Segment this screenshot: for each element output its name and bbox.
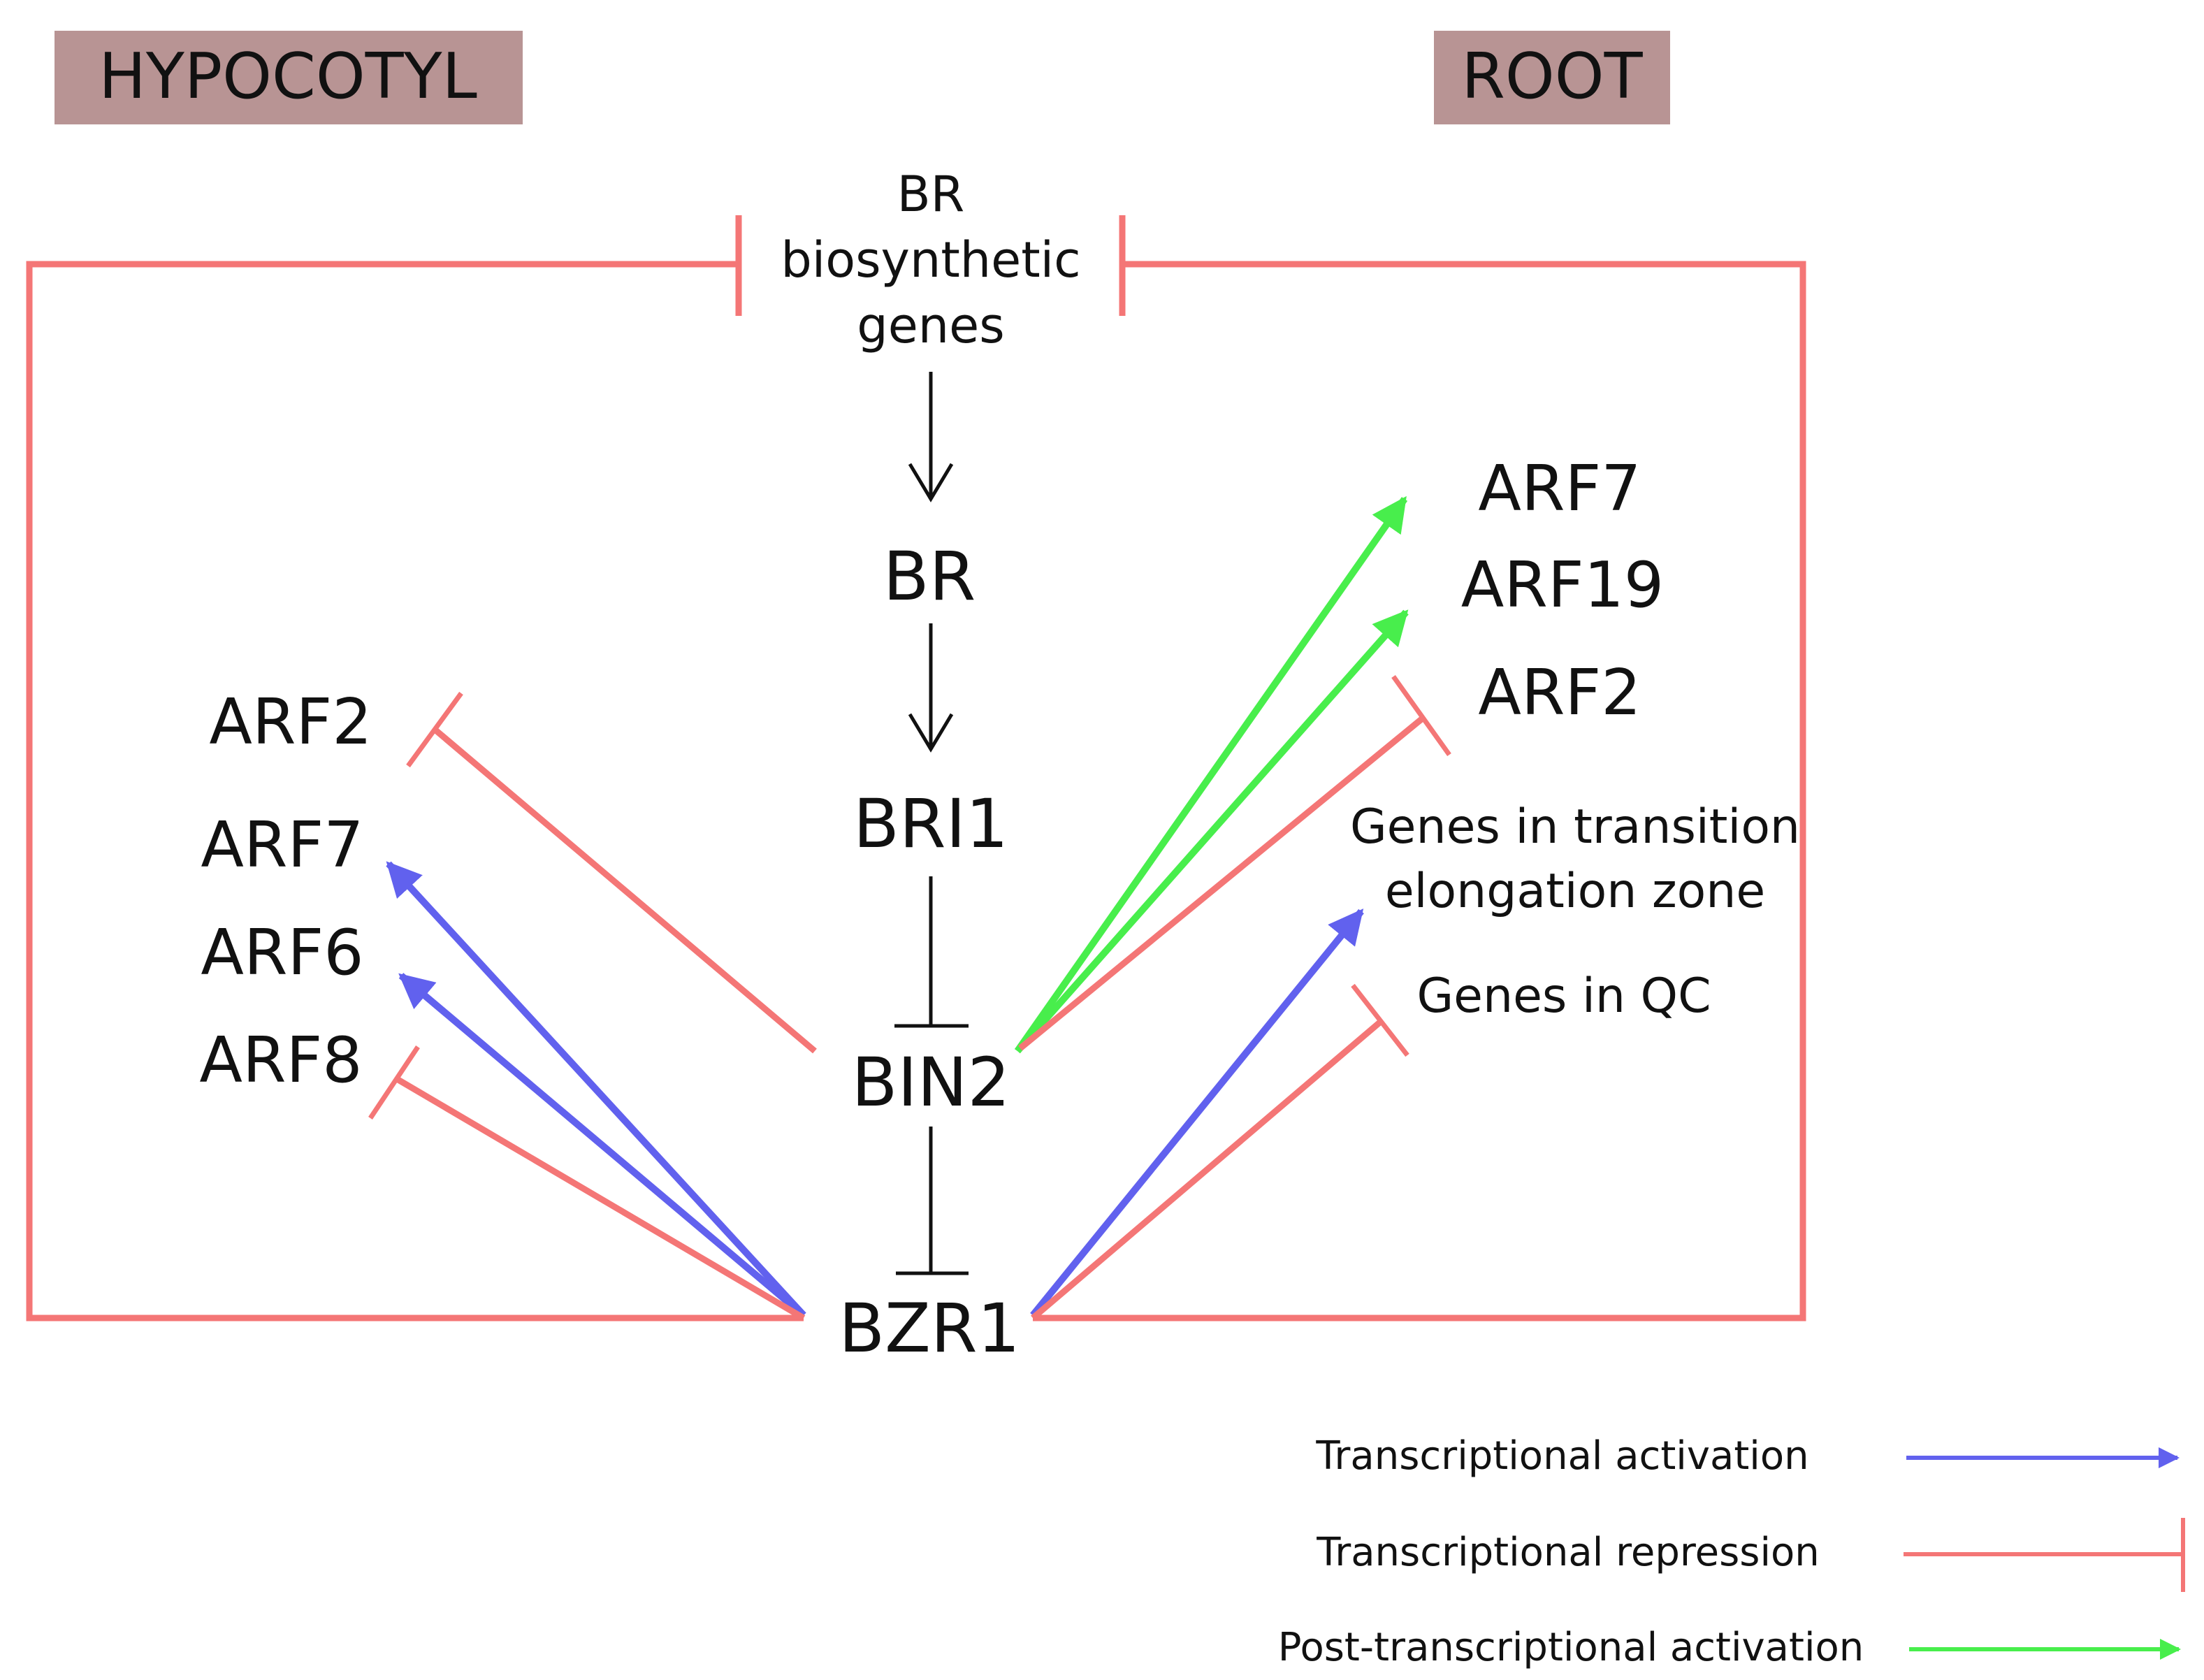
bzr1-qc-shaft (1031, 1018, 1384, 1321)
hypocotyl-arf7: ARF7 (201, 809, 363, 882)
root-arf2: ARF2 (1478, 656, 1641, 730)
bzr1-qc-bar (1351, 983, 1409, 1057)
bzr1-activates-hypocotyl-arf7 (386, 861, 806, 1318)
bzr1-hyp-arf8-bar (368, 1045, 420, 1120)
genes-to-br-arrow (908, 372, 954, 502)
bin2-represses-root-arf2 (1018, 674, 1451, 1051)
br-genes-line3: genes (857, 297, 1004, 354)
br-genes-line2: biosynthetic (781, 231, 1080, 289)
br-genes-line1: BR (897, 166, 965, 223)
root-label: ROOT (1461, 40, 1643, 113)
bin2-hyp-arf2-bar (406, 691, 463, 768)
bin2-hyp-arf2-shaft (431, 725, 817, 1054)
bzr1-activates-hypocotyl-arf6 (398, 973, 806, 1318)
legend-repression-label: Transcriptional repression (1316, 1530, 1820, 1575)
bin2-inhibits-bzr1 (896, 1127, 969, 1275)
legend-post-label: Post-transcriptional activation (1278, 1625, 1864, 1670)
bzr1-represses-qc-genes (1031, 983, 1409, 1321)
bzr1-feedback-left-line (26, 261, 804, 1321)
root-arf7: ARF7 (1478, 452, 1641, 526)
root-region-header: ROOT (1434, 31, 1670, 124)
root-transition-genes-line1: Genes in transition (1350, 799, 1800, 855)
hypocotyl-arf6: ARF6 (201, 916, 363, 990)
legend-repression-swatch (1904, 1518, 2185, 1592)
bzr1-represses-hypocotyl-arf8 (368, 1045, 806, 1321)
bzr1-activates-transition-genes (1030, 908, 1364, 1318)
br-biosynthetic-genes-node: BR biosynthetic genes (781, 166, 1080, 354)
hypocotyl-label: HYPOCOTYL (99, 40, 477, 113)
bri1-node: BRI1 (853, 785, 1008, 863)
legend: Transcriptional activation Transcription… (1278, 1433, 2185, 1670)
root-qc-genes: Genes in QC (1416, 969, 1711, 1024)
bin2-represses-hypocotyl-arf2 (406, 691, 817, 1054)
bin2-root-arf2-shaft (1018, 714, 1426, 1051)
hypocotyl-region-header: HYPOCOTYL (55, 31, 523, 124)
hypocotyl-arf2: ARF2 (209, 686, 372, 759)
bin2-node: BIN2 (851, 1043, 1010, 1122)
legend-activation-label: Transcriptional activation (1315, 1433, 1808, 1479)
br-to-bri1-arrow (908, 623, 954, 753)
bin2-post-activates-root-arf19 (1015, 609, 1409, 1054)
bri1-inhibits-bin2 (894, 876, 969, 1028)
genes-to-br-head (908, 463, 954, 502)
bin2-root-arf2-bar (1391, 674, 1451, 757)
br-to-bri1-head (908, 713, 954, 753)
bzr1-node: BZR1 (839, 1289, 1020, 1368)
hypocotyl-arf8: ARF8 (199, 1024, 362, 1097)
hypocotyl-label-box (55, 31, 523, 124)
bzr1-feedback-right-line (1033, 261, 1806, 1321)
root-arf19: ARF19 (1461, 549, 1664, 622)
bzr1-hyp-arf8-shaft (395, 1076, 806, 1321)
bin2-post-activates-root-arf7 (1014, 495, 1408, 1053)
br-node: BR (883, 537, 976, 616)
root-transition-genes-line2: elongation zone (1385, 864, 1765, 919)
root-label-box (1434, 31, 1670, 124)
